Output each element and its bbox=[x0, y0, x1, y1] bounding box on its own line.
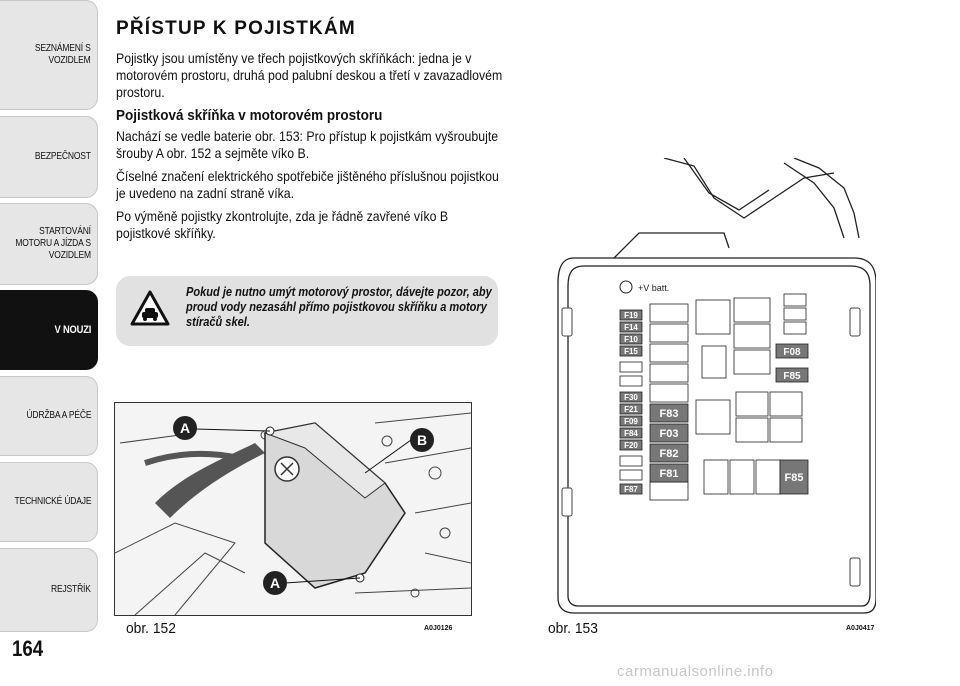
label-a-top: A bbox=[180, 420, 190, 436]
page-number: 164 bbox=[12, 636, 44, 661]
fuse-label: F19 bbox=[624, 311, 638, 320]
fuse-label: F87 bbox=[624, 485, 638, 494]
paragraph: Po výměně pojistky zkontrolujte, zda je … bbox=[116, 208, 449, 241]
tab-bezpecnost[interactable]: BEZPEČNOST bbox=[0, 116, 98, 198]
tab-label: BEZPEČNOST bbox=[35, 151, 91, 162]
fuse-label: F81 bbox=[660, 468, 679, 480]
tab-label: V NOUZI bbox=[54, 324, 91, 336]
warning-text: Pokud je nutno umýt motorový prostor, dá… bbox=[186, 284, 492, 329]
middle-fuse-column: F83 F03 F82 F81 bbox=[649, 403, 689, 483]
label-b: B bbox=[417, 432, 427, 448]
fuse-label: F82 bbox=[660, 448, 679, 460]
figure-152: A B A bbox=[114, 402, 472, 616]
tab-technicke-udaje[interactable]: TECHNICKÉ ÚDAJE bbox=[0, 462, 98, 542]
intro-paragraph: Pojistky jsou umístěny ve třech pojistko… bbox=[116, 50, 503, 100]
fuse-label: F15 bbox=[624, 347, 638, 356]
figure-caption: obr. 153 bbox=[548, 620, 598, 637]
section-heading: Pojistková skříňka v motorovém prostoru bbox=[116, 107, 383, 124]
fuse-label: F20 bbox=[624, 441, 638, 450]
left-fuse-column: F19 F14 F10 F15 F30 F21 F09 F84 F20 F87 bbox=[619, 309, 643, 495]
tab-udrzba[interactable]: ÚDRŽBA A PÉČE bbox=[0, 376, 98, 456]
label-a-bottom: A bbox=[270, 575, 280, 591]
fuse-label: F08 bbox=[783, 347, 801, 358]
batt-label: +V batt. bbox=[638, 283, 669, 293]
tab-rejstrik[interactable]: REJSTŘÍK bbox=[0, 548, 98, 632]
paragraph: Číselné značení elektrického spotřebiče … bbox=[116, 168, 499, 201]
figure-code: A0J0126 bbox=[424, 625, 453, 632]
fuse-label: F85 bbox=[785, 472, 804, 484]
warning-triangle-car-icon bbox=[130, 290, 170, 326]
page-title: PŘÍSTUP K POJISTKÁM bbox=[116, 18, 356, 39]
watermark: carmanualsonline.info bbox=[617, 663, 774, 680]
figure-153: +V batt. F19 F14 F10 F15 F30 F21 F09 F84… bbox=[544, 158, 876, 616]
tab-label: SEZNÁMENÍ S VOZIDLEM bbox=[35, 43, 91, 66]
fuse-label: F10 bbox=[624, 335, 638, 344]
warning-box: Pokud je nutno umýt motorový prostor, dá… bbox=[116, 276, 498, 346]
tab-label: TECHNICKÉ ÚDAJE bbox=[14, 496, 91, 507]
tab-label: STARTOVÁNÍ MOTORU A JÍZDA S VOZIDLEM bbox=[15, 226, 91, 261]
right-fuses: F08 F85 F85 bbox=[775, 343, 809, 495]
figure-code: A0J0417 bbox=[846, 625, 875, 632]
main-content: PŘÍSTUP K POJISTKÁM Pojistky jsou umístě… bbox=[116, 18, 503, 248]
fuse-label: F03 bbox=[660, 428, 679, 440]
fuse-label: F14 bbox=[624, 323, 638, 332]
tab-seznameni[interactable]: SEZNÁMENÍ S VOZIDLEM bbox=[0, 0, 98, 110]
paragraph: Nachází se vedle baterie obr. 153: Pro p… bbox=[116, 128, 499, 161]
fuse-label: F85 bbox=[783, 371, 801, 382]
fuse-label: F84 bbox=[624, 429, 638, 438]
fusebox-diagram: +V batt. F19 F14 F10 F15 F30 F21 F09 F84… bbox=[557, 158, 876, 614]
fuse-label: F21 bbox=[624, 405, 638, 414]
tab-v-nouzi[interactable]: V NOUZI bbox=[0, 290, 98, 370]
cable-hose bbox=[155, 443, 265, 518]
tab-label: ÚDRŽBA A PÉČE bbox=[26, 410, 91, 421]
fuse-label: F30 bbox=[624, 393, 638, 402]
relay-blocks bbox=[649, 293, 807, 501]
figure-caption: obr. 152 bbox=[126, 620, 176, 637]
fuse-label: F09 bbox=[624, 417, 638, 426]
tab-startovani[interactable]: STARTOVÁNÍ MOTORU A JÍZDA S VOZIDLEM bbox=[0, 203, 98, 285]
engine-fusebox-photo: A B A bbox=[115, 403, 471, 615]
fuse-label: F83 bbox=[660, 408, 679, 420]
tab-label: REJSTŘÍK bbox=[51, 584, 91, 595]
